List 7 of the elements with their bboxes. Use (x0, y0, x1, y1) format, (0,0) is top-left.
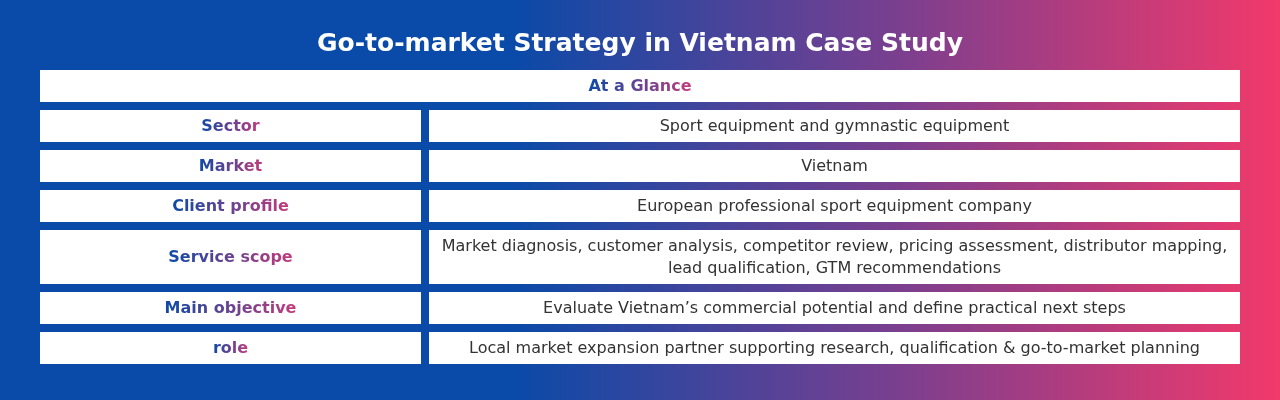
value-text: Local market expansion partner supporting research, qualification & go-to-market planning (469, 337, 1200, 359)
value-text: European professional sport equipment company (637, 195, 1032, 217)
title: Go-to-market Strategy in Vietnam Case Study (316, 27, 964, 59)
value-text: Market diagnosis, customer analysis, competitor review, pricing assessment, distributor mapping, lead qualification, GTM recommendations (440, 235, 1229, 279)
value-text: Sport equipment and gymnastic equipment (659, 115, 1010, 137)
value-text: Evaluate Vietnam’s commercial potential and define practical next steps (543, 297, 1126, 319)
value-text: Vietnam (801, 155, 868, 177)
